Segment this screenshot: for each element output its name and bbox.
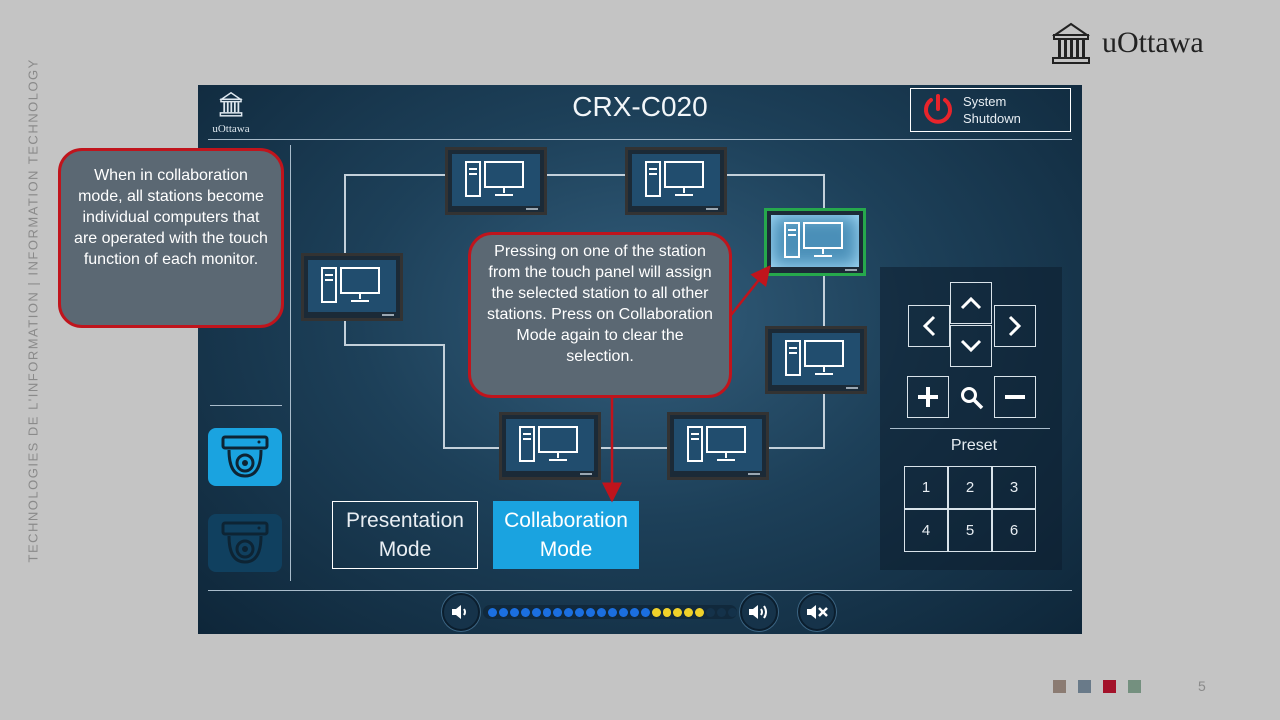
- computer-icon: [465, 161, 524, 197]
- uottawa-logo: uOttawa: [1052, 20, 1204, 66]
- callout-station-selection: Pressing on one of the station from the …: [468, 232, 732, 398]
- chevron-right-icon: [1008, 315, 1022, 337]
- volume-level-bar[interactable]: [483, 605, 737, 619]
- divider: [208, 590, 1072, 591]
- system-shutdown-button[interactable]: System Shutdown: [910, 88, 1071, 132]
- page-number: 5: [1198, 678, 1206, 694]
- volume-dot: [498, 607, 508, 617]
- panel-logo-text: uOttawa: [212, 123, 250, 135]
- volume-dot: [629, 607, 639, 617]
- speaker-mute-icon: [807, 605, 828, 619]
- volume-dot: [640, 607, 650, 617]
- station-bottom-1[interactable]: [499, 412, 601, 480]
- volume-dot: [651, 607, 661, 617]
- volume-dot: [717, 607, 726, 617]
- volume-dot: [727, 607, 737, 617]
- preset-1-button[interactable]: 1: [904, 466, 948, 509]
- volume-dot: [597, 607, 606, 617]
- station-bottom-2[interactable]: [667, 412, 769, 480]
- volume-dot: [662, 607, 672, 617]
- station-left[interactable]: [301, 253, 403, 321]
- swatch: [1053, 680, 1066, 693]
- volume-dot: [684, 607, 694, 617]
- zoom-in-button[interactable]: [907, 376, 949, 418]
- volume-dot: [509, 607, 519, 617]
- computer-icon: [519, 426, 578, 462]
- shutdown-label: System Shutdown: [963, 94, 1021, 126]
- preset-grid: 1 2 3 4 5 6: [904, 466, 1036, 552]
- volume-dot: [564, 607, 574, 617]
- computer-icon: [784, 222, 843, 258]
- volume-dot: [553, 607, 563, 617]
- divider: [290, 145, 291, 581]
- camera-1-button[interactable]: [208, 428, 282, 486]
- volume-dot: [618, 607, 628, 617]
- volume-dot: [706, 607, 716, 617]
- room-title: CRX-C020: [572, 91, 708, 122]
- computer-icon: [321, 267, 380, 303]
- station-right-2[interactable]: [765, 326, 867, 394]
- chevron-down-icon: [960, 339, 982, 353]
- collaboration-mode-button[interactable]: Collaboration Mode: [493, 501, 639, 569]
- station-connection-lines: [344, 174, 825, 449]
- camera-2-button[interactable]: [208, 514, 282, 572]
- chevron-up-icon: [960, 296, 982, 310]
- volume-dot: [695, 607, 705, 617]
- camera-down-button[interactable]: [950, 325, 992, 367]
- swatch: [1078, 680, 1091, 693]
- computer-icon: [645, 161, 704, 197]
- volume-up-button[interactable]: [740, 593, 778, 631]
- speaker-low-icon: [452, 605, 466, 619]
- mute-button[interactable]: [798, 593, 836, 631]
- preset-2-button[interactable]: 2: [948, 466, 992, 509]
- divider: [208, 139, 1072, 140]
- touch-panel-screenshot: uOttawa CRX-C020 System Shutdown: [198, 85, 1082, 634]
- camera-up-button[interactable]: [950, 282, 992, 324]
- plus-icon: [918, 387, 938, 407]
- station-right-1-selected[interactable]: [764, 208, 866, 276]
- station-top-2[interactable]: [625, 147, 727, 215]
- panel-logo: uOttawa: [206, 91, 256, 135]
- power-icon: [924, 94, 952, 124]
- zoom-out-button[interactable]: [994, 376, 1036, 418]
- preset-label: Preset: [950, 437, 998, 454]
- camera-right-button[interactable]: [994, 305, 1036, 347]
- swatch: [1128, 680, 1141, 693]
- volume-dot: [575, 607, 585, 617]
- preset-6-button[interactable]: 6: [992, 509, 1036, 552]
- divider: [890, 428, 1050, 429]
- speaker-high-icon: [749, 605, 767, 619]
- volume-dot: [488, 607, 497, 617]
- logo-text: uOttawa: [1102, 26, 1204, 59]
- volume-dot: [673, 607, 683, 617]
- computer-icon: [687, 426, 746, 462]
- station-top-1[interactable]: [445, 147, 547, 215]
- minus-icon: [1005, 395, 1025, 399]
- side-vertical-text: TECHNOLOGIES DE L'INFORMATION | INFORMAT…: [25, 58, 41, 563]
- volume-dot: [607, 607, 617, 617]
- camera-left-button[interactable]: [908, 305, 950, 347]
- volume-dot: [542, 607, 552, 617]
- preset-4-button[interactable]: 4: [904, 509, 948, 552]
- divider: [210, 405, 282, 406]
- volume-dot: [586, 607, 596, 617]
- camera-control-pad: Preset 1 2 3 4 5 6: [880, 267, 1062, 570]
- chevron-left-icon: [922, 315, 936, 337]
- volume-down-button[interactable]: [442, 593, 480, 631]
- presentation-mode-button[interactable]: Presentation Mode: [332, 501, 478, 569]
- preset-3-button[interactable]: 3: [992, 466, 1036, 509]
- zoom-magnifier-icon: [961, 387, 984, 410]
- color-swatches: [1053, 680, 1141, 693]
- dome-camera-icon: [221, 521, 269, 564]
- university-building-icon: [219, 91, 243, 117]
- callout-collaboration-info: When in collaboration mode, all stations…: [58, 148, 284, 328]
- dome-camera-icon: [221, 435, 269, 478]
- swatch: [1103, 680, 1116, 693]
- university-building-icon: [1052, 22, 1090, 64]
- preset-5-button[interactable]: 5: [948, 509, 992, 552]
- volume-dot: [531, 607, 541, 617]
- volume-dot: [520, 607, 530, 617]
- computer-icon: [785, 340, 844, 376]
